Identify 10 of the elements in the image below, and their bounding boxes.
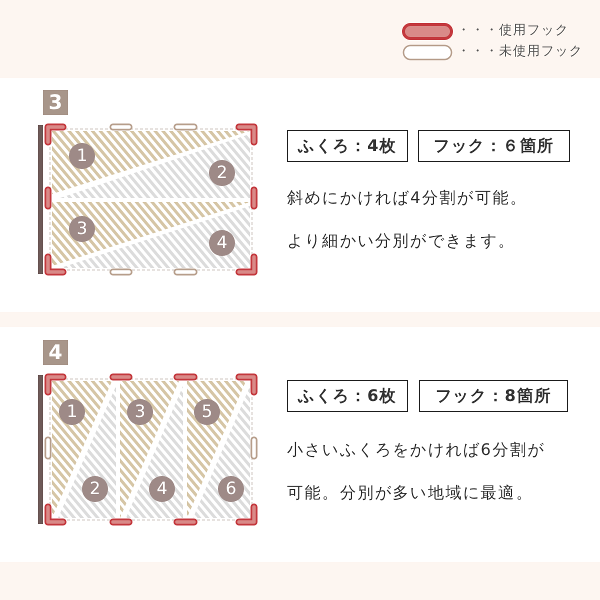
description-text: 斜めにかければ4分割が可能。より細かい分別ができます。	[287, 187, 529, 252]
spec-label: フック：６箇所	[418, 130, 570, 162]
step-number-tile: 3	[43, 90, 68, 115]
spec-label: ふくろ：6枚	[287, 380, 408, 412]
legend-text: ・・・未使用フック	[457, 44, 583, 60]
spec-label: フック：8箇所	[419, 380, 568, 412]
description-text: 小さいふくろをかければ6分割が可能。分別が多い地域に最適。	[287, 439, 546, 504]
legend-text: ・・・使用フック	[457, 23, 569, 39]
step-number-tile: 4	[43, 340, 68, 365]
spec-label: ふくろ：4枚	[287, 130, 408, 162]
